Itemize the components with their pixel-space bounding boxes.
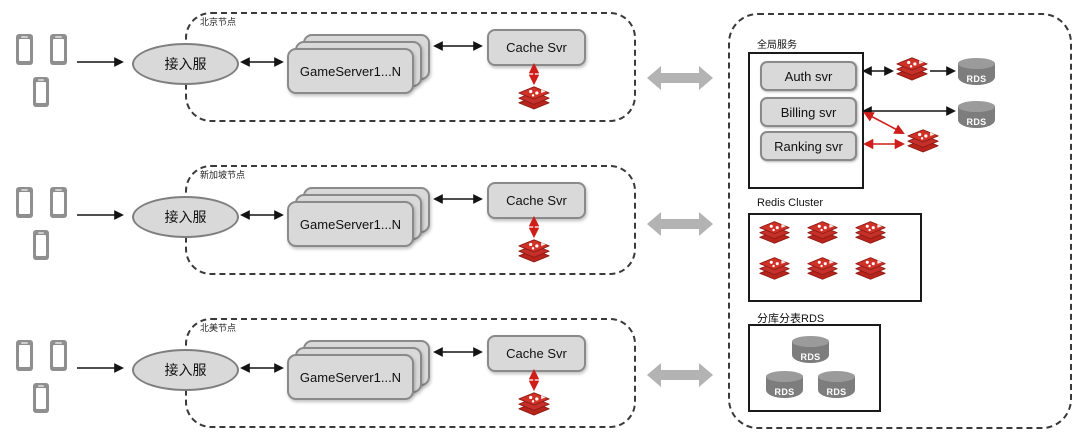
- redis-database-icon: [517, 391, 551, 422]
- rds-cylinder-icon: RDS: [958, 101, 995, 128]
- redis-database-icon: [895, 56, 929, 87]
- arrow-gameservers-cache: [433, 347, 483, 357]
- rds-label: RDS: [800, 352, 821, 362]
- arrow-access-gameservers: [240, 210, 284, 220]
- game-server: GameServer1...N: [287, 48, 414, 94]
- gray-sync-arrow-icon: [647, 63, 713, 93]
- smartphone-icon: [50, 34, 67, 65]
- arrow-cache-redis: [528, 215, 540, 239]
- billing-server: Billing svr: [760, 97, 857, 127]
- ranking-server: Ranking svr: [760, 131, 857, 161]
- smartphone-icon: [33, 383, 49, 413]
- rds-cylinder-icon: RDS: [818, 371, 855, 398]
- redis-database-icon: [806, 220, 839, 250]
- rds-cylinder-icon: RDS: [958, 58, 995, 85]
- arrow-cache-redis: [528, 62, 540, 86]
- arrow-billing-redis: [863, 112, 905, 134]
- arrow-clients-to-access: [77, 210, 124, 220]
- redis-cluster-title: Redis Cluster: [757, 197, 824, 209]
- redis-database-icon: [854, 256, 887, 286]
- smartphone-icon: [16, 187, 33, 218]
- rds-cylinder-icon: RDS: [766, 371, 803, 398]
- smartphone-icon: [33, 77, 49, 107]
- arrow-redis-rds: [930, 66, 956, 76]
- smartphone-icon: [16, 340, 33, 371]
- cache-server: Cache Svr: [487, 29, 586, 66]
- arrow-billing-rds: [862, 106, 956, 116]
- rds-cylinder-icon: RDS: [792, 336, 829, 363]
- access-server: 接入服: [132, 349, 239, 391]
- arrow-clients-to-access: [77, 363, 124, 373]
- arrow-gameservers-cache: [433, 194, 483, 204]
- access-server: 接入服: [132, 196, 239, 238]
- sharded-rds-title: 分库分表RDS: [757, 313, 825, 325]
- rds-label: RDS: [966, 117, 987, 127]
- gray-sync-arrow-icon: [647, 360, 713, 390]
- global-panel-boundary: [728, 13, 1072, 429]
- arrow-access-gameservers: [240, 57, 284, 67]
- smartphone-icon: [50, 340, 67, 371]
- smartphone-icon: [50, 187, 67, 218]
- arrow-gameservers-cache: [433, 41, 483, 51]
- cache-server: Cache Svr: [487, 182, 586, 219]
- rds-label: RDS: [966, 74, 987, 84]
- redis-database-icon: [758, 220, 791, 250]
- arrow-ranking-redis: [862, 138, 906, 150]
- node-name-label: 北美节点: [200, 323, 237, 333]
- redis-database-icon: [517, 238, 551, 269]
- smartphone-icon: [33, 230, 49, 260]
- cache-server: Cache Svr: [487, 335, 586, 372]
- arrow-auth-redis: [862, 66, 894, 76]
- redis-database-icon: [854, 220, 887, 250]
- arrow-clients-to-access: [77, 57, 124, 67]
- global-services-title: 全局服务: [757, 40, 797, 51]
- smartphone-icon: [16, 34, 33, 65]
- game-server: GameServer1...N: [287, 201, 414, 247]
- node-name-label: 新加坡节点: [200, 170, 246, 180]
- access-server: 接入服: [132, 43, 239, 85]
- rds-label: RDS: [826, 387, 847, 397]
- redis-database-icon: [806, 256, 839, 286]
- sharded-rds-box: [748, 324, 881, 412]
- redis-database-icon: [758, 256, 791, 286]
- arrow-cache-redis: [528, 368, 540, 392]
- rds-label: RDS: [774, 387, 795, 397]
- game-server: GameServer1...N: [287, 354, 414, 400]
- node-name-label: 北京节点: [200, 17, 237, 27]
- redis-database-icon: [517, 85, 551, 116]
- arrow-access-gameservers: [240, 363, 284, 373]
- redis-database-icon: [906, 128, 940, 159]
- gray-sync-arrow-icon: [647, 209, 713, 239]
- auth-server: Auth svr: [760, 61, 857, 91]
- redis-cluster-box: [748, 213, 922, 302]
- global-services-box: [748, 52, 864, 189]
